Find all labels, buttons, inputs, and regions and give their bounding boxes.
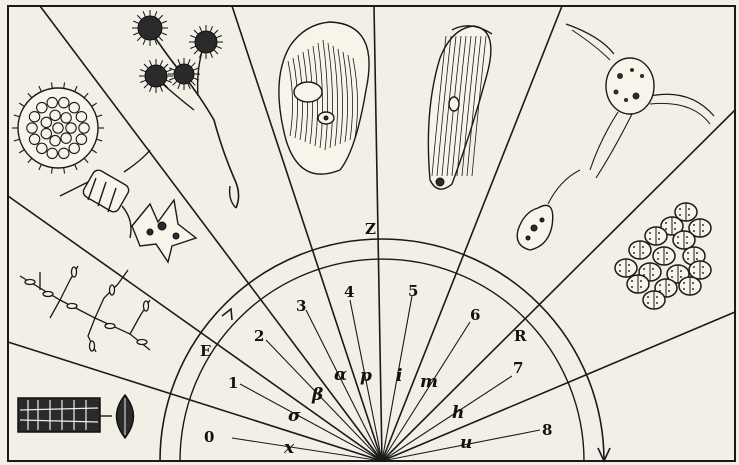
number-label-2: 2 [254,327,264,345]
number-label-7: 7 [513,359,523,377]
branching-colony-icon [20,266,150,352]
number-label-4: 4 [344,283,354,301]
number-label-6: 6 [470,306,480,324]
number-label-0: 0 [204,428,214,446]
pediastrum-icon [12,82,104,173]
number-label-5: 5 [408,282,418,300]
label-R: R [514,327,527,345]
greek-label-h: h [452,403,464,423]
diatom-colony-icon [18,398,112,432]
cell-cluster-icon [615,203,711,309]
desmid-icon [132,200,196,262]
label-pointer-lines [232,296,540,461]
greek-label-sigma: σ [288,406,301,426]
label-Z: Z [365,220,376,238]
greek-label-x: x [283,438,295,458]
number-label-1: 1 [228,374,238,392]
greek-label-beta: β [311,385,323,405]
greek-label-u: u [460,433,472,453]
paramecium-icon [279,22,369,174]
small-flagellate-icon [517,170,580,250]
stalked-ciliate-icon [132,10,239,208]
flagellate-icon [566,24,714,178]
greek-label-m: m [420,372,438,392]
greek-label-p: p [360,366,372,386]
greek-label-i: i [396,366,402,386]
pointer-0 [232,438,382,461]
number-label-8: 8 [542,421,552,439]
navicula-diatom-icon [117,395,134,438]
label-E: E [200,342,211,360]
number-label-3: 3 [296,297,306,315]
greek-label-alpha: α [334,365,347,385]
arc-arrowhead-left [222,309,232,320]
ciliate-icon [428,26,492,189]
